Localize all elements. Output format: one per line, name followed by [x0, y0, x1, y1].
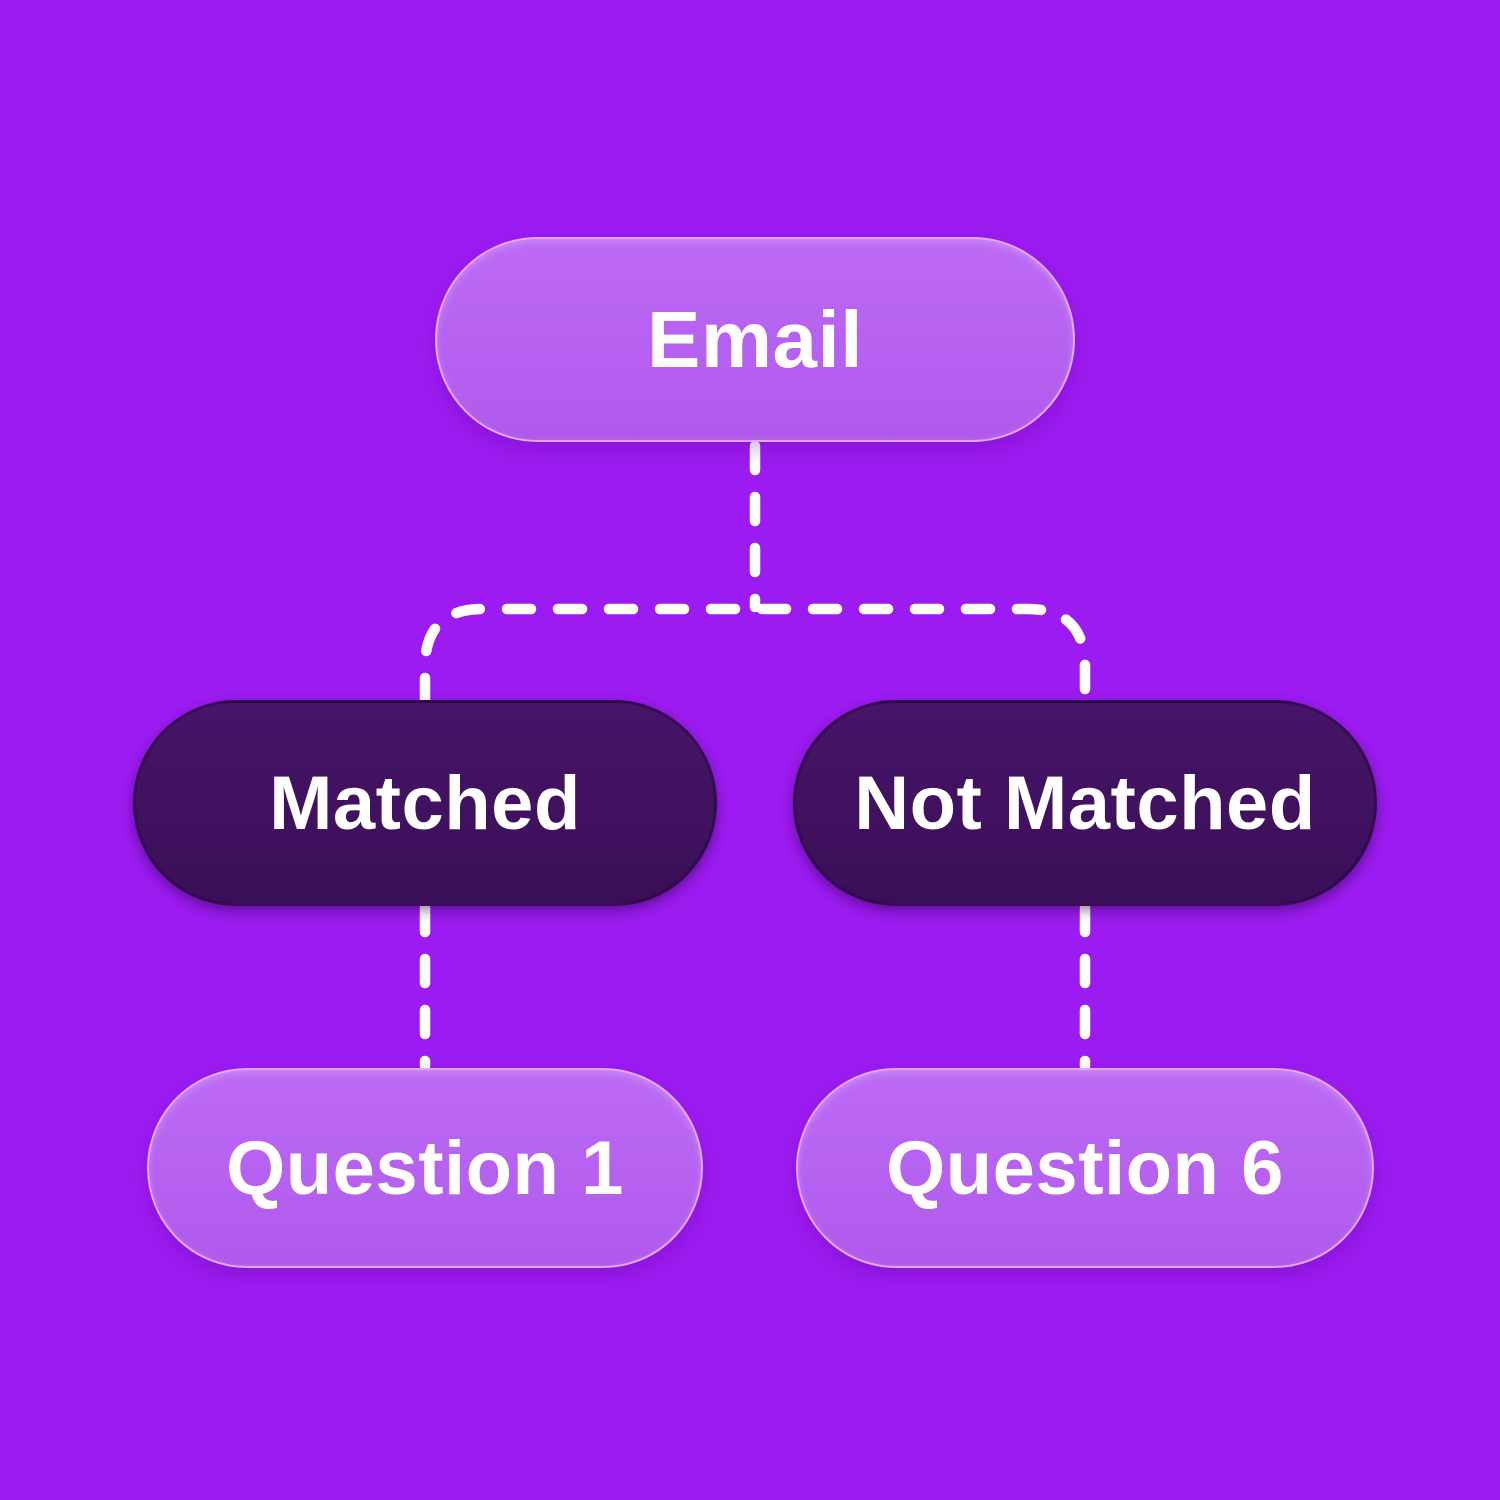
node-matched: Matched [133, 700, 717, 906]
edge-email-branch [419, 603, 1091, 708]
node-question-6-label: Question 6 [886, 1125, 1284, 1211]
node-question-6: Question 6 [796, 1068, 1374, 1268]
node-matched-label: Matched [269, 760, 581, 846]
node-question-1-label: Question 1 [226, 1125, 624, 1211]
node-email-label: Email [647, 294, 863, 384]
node-question-1: Question 1 [147, 1068, 703, 1268]
node-not-matched-label: Not Matched [854, 760, 1316, 846]
node-not-matched: Not Matched [793, 700, 1377, 906]
node-email: Email [435, 237, 1075, 442]
